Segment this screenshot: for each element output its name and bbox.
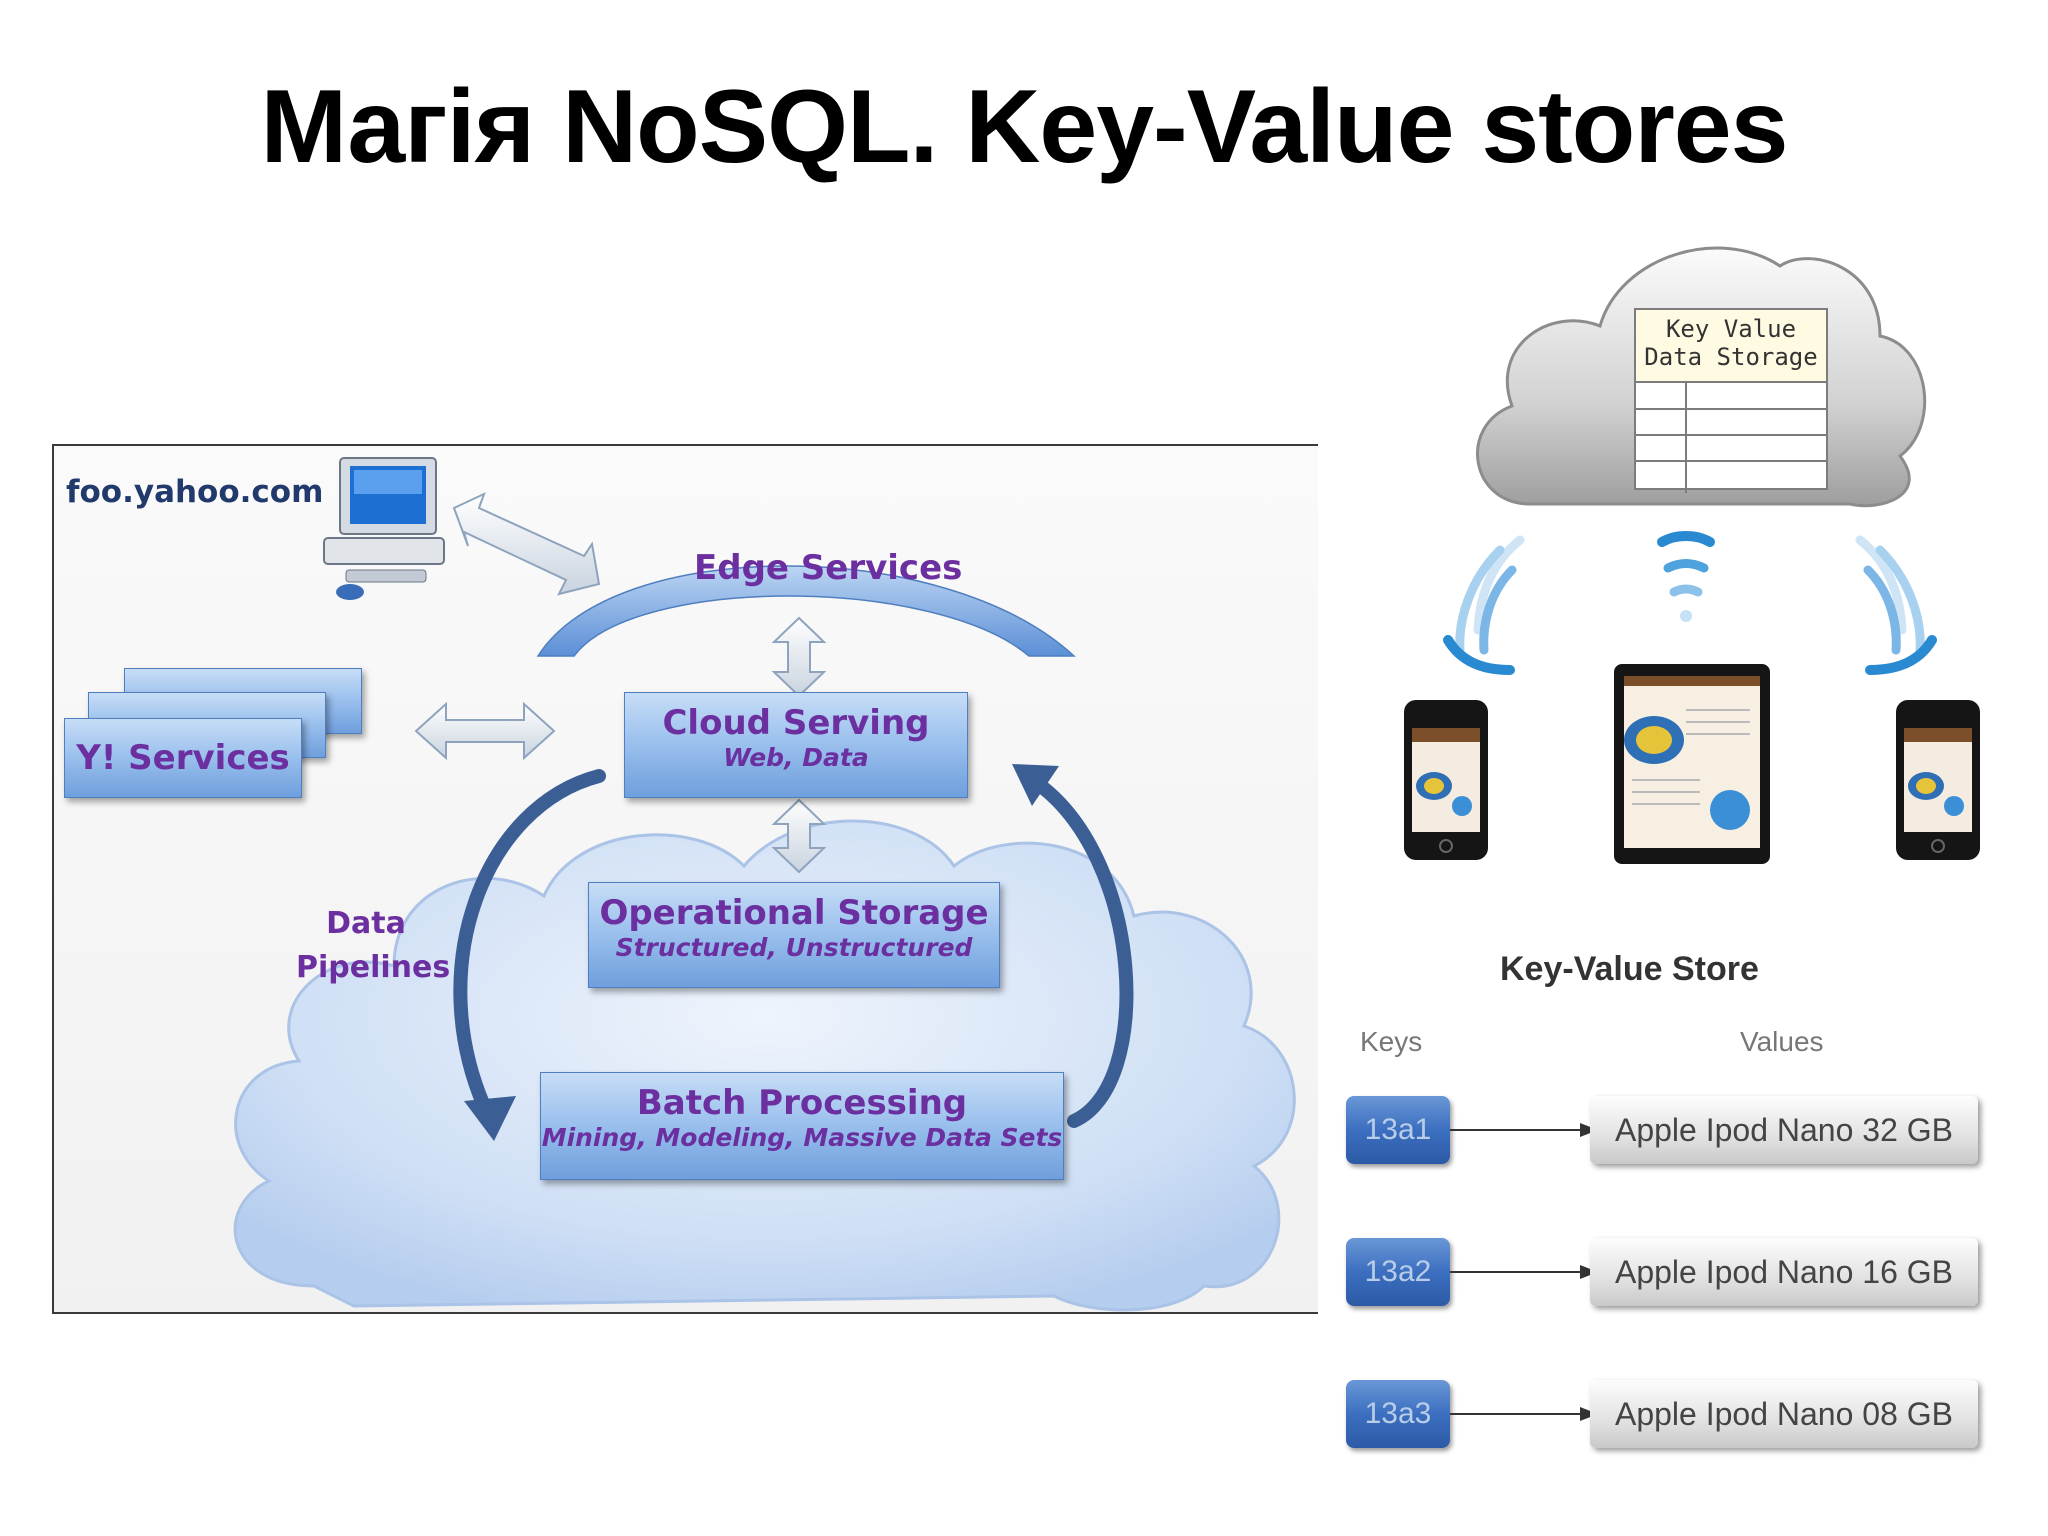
value-cell: Apple Ipod Nano 16 GB <box>1590 1238 1978 1306</box>
operational-storage-subtitle: Structured, Unstructured <box>615 933 973 962</box>
cloud-background <box>233 457 1296 1312</box>
tablet-icon <box>1614 664 1770 864</box>
wifi-signals <box>1443 531 1937 675</box>
double-arrow-cloud-storage <box>771 798 827 874</box>
data-pipelines-label: Data Pipelines <box>296 902 451 990</box>
pipeline-arrow-left <box>453 769 606 1113</box>
key-cell: 13a3 <box>1346 1380 1450 1448</box>
wifi-icon <box>1855 535 1937 675</box>
yahoo-architecture-diagram: foo.yahoo.com Edge Services Y! Services … <box>52 444 1318 1314</box>
double-arrow-monitor-edge <box>452 492 601 596</box>
batch-processing-subtitle: Mining, Modeling, Massive Data Sets <box>541 1123 1063 1152</box>
host-label: foo.yahoo.com <box>66 474 324 510</box>
data-pipelines-line1: Data <box>326 906 406 941</box>
y-services-label: Y! Services <box>76 738 290 778</box>
double-arrow-services-cloud <box>414 701 556 761</box>
values-header: Values <box>1740 1026 1824 1057</box>
data-pipelines-line2: Pipelines <box>296 950 451 985</box>
edge-services-label: Edge Services <box>694 548 963 588</box>
phone-icon <box>1896 700 1980 860</box>
y-services-box: Y! Services <box>64 718 302 798</box>
batch-processing-box: Batch Processing Mining, Modeling, Massi… <box>540 1072 1064 1180</box>
keys-header: Keys <box>1360 1026 1423 1057</box>
wifi-icon <box>1657 531 1715 622</box>
value-cell: Apple Ipod Nano 32 GB <box>1590 1096 1978 1164</box>
computer-icon <box>323 457 445 600</box>
wifi-icon <box>1443 535 1525 675</box>
storage-label-line1: Key Value <box>1665 315 1797 343</box>
cloud-serving-title: Cloud Serving <box>662 703 930 743</box>
double-arrow-edge-cloud <box>771 616 827 698</box>
storage-label-line2: Data Storage <box>1644 343 1818 371</box>
storage-table-icon: Key Value Data Storage <box>1634 308 1828 493</box>
kv-store-title: Key-Value Store <box>1500 950 1759 988</box>
table-grid <box>1636 383 1826 493</box>
arrow-icon <box>1450 1265 1598 1279</box>
arrow-icon <box>1450 1407 1598 1421</box>
cloud-serving-box: Cloud Serving Web, Data <box>624 692 968 798</box>
slide-title: Магія NoSQL. Key-Value stores <box>260 69 1789 185</box>
operational-storage-box: Operational Storage Structured, Unstruct… <box>588 882 1000 988</box>
edge-services-arc <box>536 565 1076 657</box>
value-cell: Apple Ipod Nano 08 GB <box>1590 1380 1978 1448</box>
devices-row <box>1404 664 1980 864</box>
key-cell: 13a2 <box>1346 1238 1450 1306</box>
cloud-serving-subtitle: Web, Data <box>723 743 869 772</box>
batch-processing-title: Batch Processing <box>636 1083 968 1123</box>
operational-storage-title: Operational Storage <box>599 893 989 933</box>
pipeline-arrow-right <box>1027 774 1134 1128</box>
key-cell: 13a1 <box>1346 1096 1450 1164</box>
kv-rows: 13a1 Apple Ipod Nano 32 GB 13a2 Apple Ip… <box>1346 1096 1996 1536</box>
phone-icon <box>1404 700 1488 860</box>
key-value-cloud: Key Value Data Storage <box>1460 226 1940 516</box>
arrow-icon <box>1450 1123 1598 1137</box>
